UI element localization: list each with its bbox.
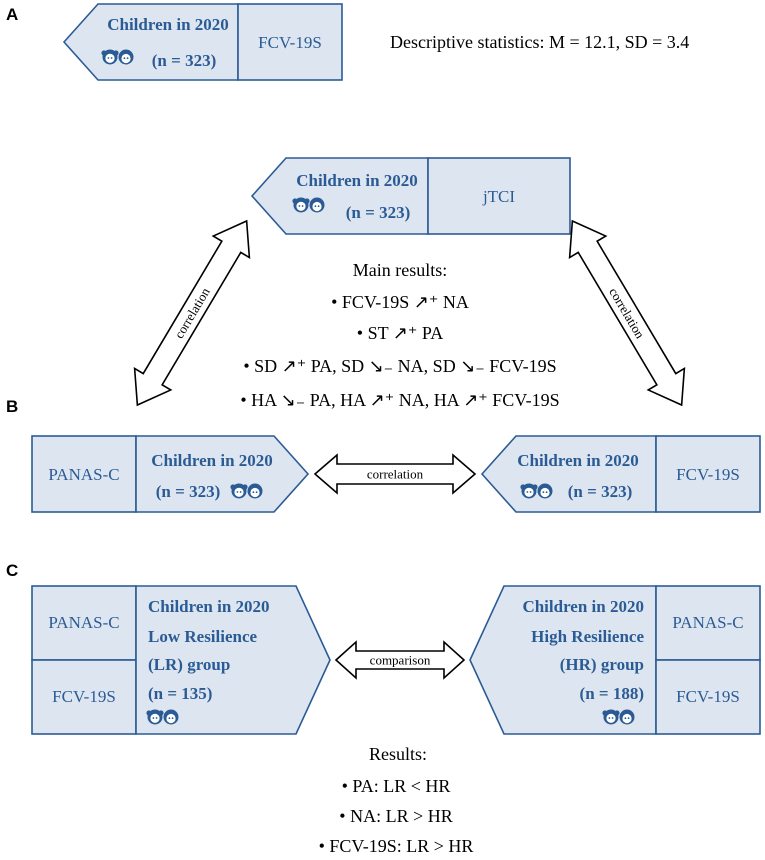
list-item: • SD ↗⁺ PA, SD ↘₋ NA, SD ↘₋ FCV-19S: [243, 356, 556, 376]
panel-a-box: Children in 2020 (n = 323) FCV-19S: [62, 3, 343, 81]
panel-b-right-box: Children in 2020 (n = 323) FCV-19S: [480, 435, 761, 513]
panel-letter-a: A: [6, 5, 18, 24]
panel-b-bottom-arrow: correlation: [313, 453, 477, 495]
panel-c-right-measure-1: PANAS-C: [672, 613, 743, 632]
panel-c-left-line-4: (n = 135): [148, 684, 212, 703]
panel-c-right-line-1: Children in 2020: [522, 597, 644, 616]
panel-c-arrow-label: comparison: [370, 653, 431, 668]
list-item: • ST ↗⁺ PA: [357, 323, 443, 343]
panel-letter-b: B: [6, 397, 18, 416]
panel-c-right-line-2: High Resilience: [531, 627, 644, 646]
panel-b-top-box: Children in 2020 (n = 323) jTCI: [250, 157, 571, 235]
panel-b-left-box-measure: PANAS-C: [48, 465, 119, 484]
list-item: • PA: LR < HR: [342, 776, 451, 796]
panel-c-right-line-3: (HR) group: [560, 655, 644, 674]
panel-b-right-box-measure: FCV-19S: [676, 465, 740, 484]
panel-c-right-line-4: (n = 188): [580, 684, 644, 703]
panel-c-right-measure-2: FCV-19S: [676, 687, 740, 706]
list-item: • NA: LR > HR: [339, 806, 452, 826]
panel-b-right-box-title: Children in 2020: [517, 451, 639, 470]
panel-c-left-box: PANAS-C FCV-19S Children in 2020 Low Res…: [31, 585, 331, 735]
list-item: • FCV-19S: LR > HR: [319, 836, 474, 856]
panel-c-left-line-2: Low Resilience: [148, 627, 258, 646]
panel-b-left-box-n: (n = 323): [156, 482, 220, 501]
panel-b-top-box-n: (n = 323): [346, 203, 410, 222]
panel-b-top-box-measure: jTCI: [482, 187, 515, 206]
panel-c-left-measure-2: FCV-19S: [52, 687, 116, 706]
panel-b-results-list: • FCV-19S ↗⁺ NA • ST ↗⁺ PA • SD ↗⁺ PA, S…: [240, 292, 559, 410]
list-item: • FCV-19S ↗⁺ NA: [331, 292, 469, 312]
panel-c-results-title: Results:: [369, 744, 427, 764]
panel-b-right-arrow: correlation: [568, 219, 686, 407]
panel-b-results-title: Main results:: [353, 260, 448, 280]
panel-c-left-measure-1: PANAS-C: [48, 613, 119, 632]
panel-b-top-box-title: Children in 2020: [296, 171, 418, 190]
panel-c-results-list: • PA: LR < HR • NA: LR > HR • FCV-19S: L…: [319, 776, 474, 856]
panel-b-left-arrow: correlation: [133, 219, 251, 407]
panel-c-arrow: comparison: [334, 640, 466, 680]
panel-b-bottom-arrow-label: correlation: [367, 467, 424, 482]
panel-a-stats: Descriptive statistics: M = 12.1, SD = 3…: [390, 32, 689, 52]
panel-b-right-box-n: (n = 323): [568, 482, 632, 501]
panel-c-left-line-3: (LR) group: [148, 655, 230, 674]
list-item: • HA ↘₋ PA, HA ↗⁺ NA, HA ↗⁺ FCV-19S: [240, 390, 559, 410]
panel-a-box-measure: FCV-19S: [258, 33, 322, 52]
panel-c-left-line-1: Children in 2020: [148, 597, 270, 616]
panel-b-left-box-title: Children in 2020: [151, 451, 273, 470]
panel-letter-c: C: [6, 561, 18, 580]
panel-a-box-title: Children in 2020: [107, 15, 229, 34]
panel-c-right-box: Children in 2020 High Resilience (HR) gr…: [469, 585, 761, 735]
panel-a-box-n: (n = 323): [152, 51, 216, 70]
panel-b-left-box: PANAS-C Children in 2020 (n = 323): [31, 435, 310, 513]
